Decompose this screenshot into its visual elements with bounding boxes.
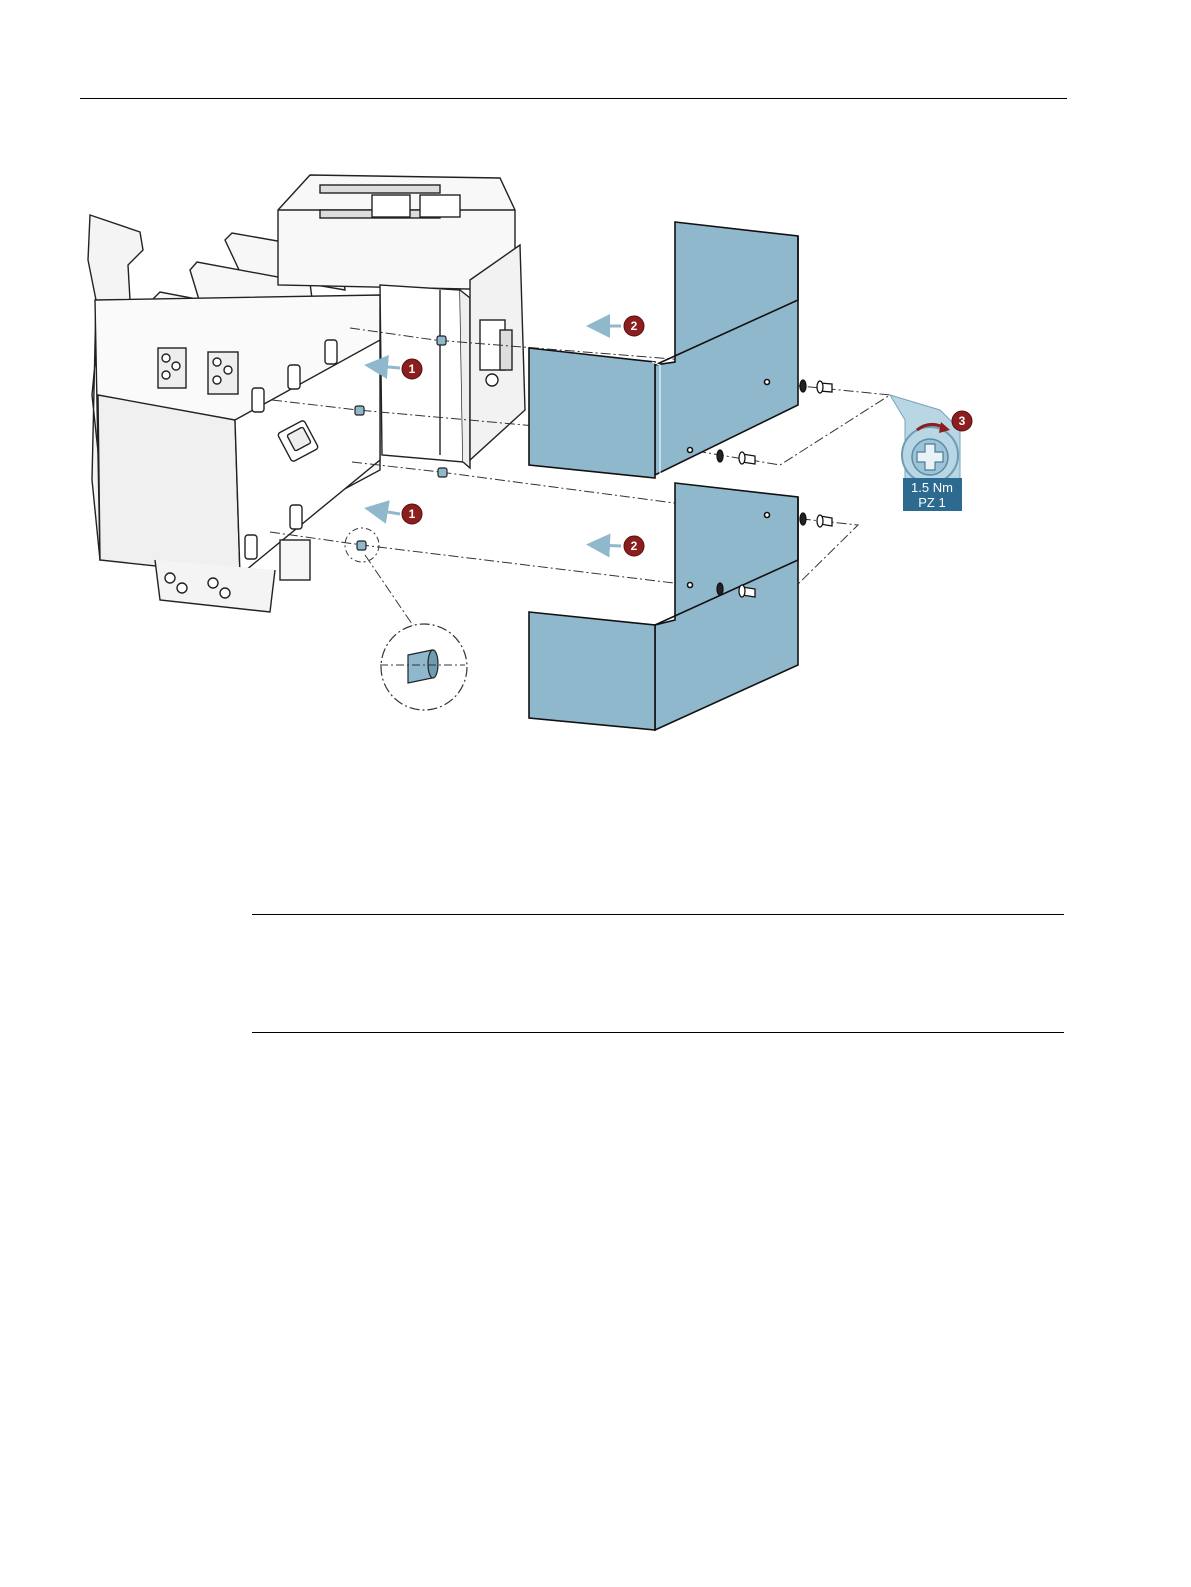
torque-value: 1.5 Nm — [911, 480, 953, 495]
step-badge-1-lower: 1 — [409, 507, 416, 521]
step-1-lower: 1 — [376, 504, 422, 524]
step-2-upper: 2 — [598, 316, 644, 336]
step-arrow-icon — [376, 510, 400, 514]
step-arrow-icon — [598, 545, 621, 546]
step-2-lower: 2 — [598, 536, 644, 556]
upper-cover — [529, 222, 798, 482]
step-badge-3: 3 — [959, 414, 966, 428]
step-badge-2-lower: 2 — [631, 539, 638, 553]
circuit-breaker — [88, 175, 525, 612]
step-arrow-icon — [376, 366, 400, 368]
torque-bit: PZ 1 — [918, 495, 945, 510]
note-rule-top — [252, 914, 1064, 915]
step-badge-1: 1 — [409, 362, 416, 376]
torque-callout: 3 1.5 Nm PZ 1 — [890, 395, 972, 511]
step-badge-2: 2 — [631, 319, 638, 333]
lower-cover — [529, 483, 798, 730]
note-rule-bottom — [252, 1032, 1064, 1033]
screwdriver-bit-icon — [902, 427, 958, 483]
installation-diagram: 1 1 2 2 3 1.5 Nm — [0, 0, 1191, 800]
